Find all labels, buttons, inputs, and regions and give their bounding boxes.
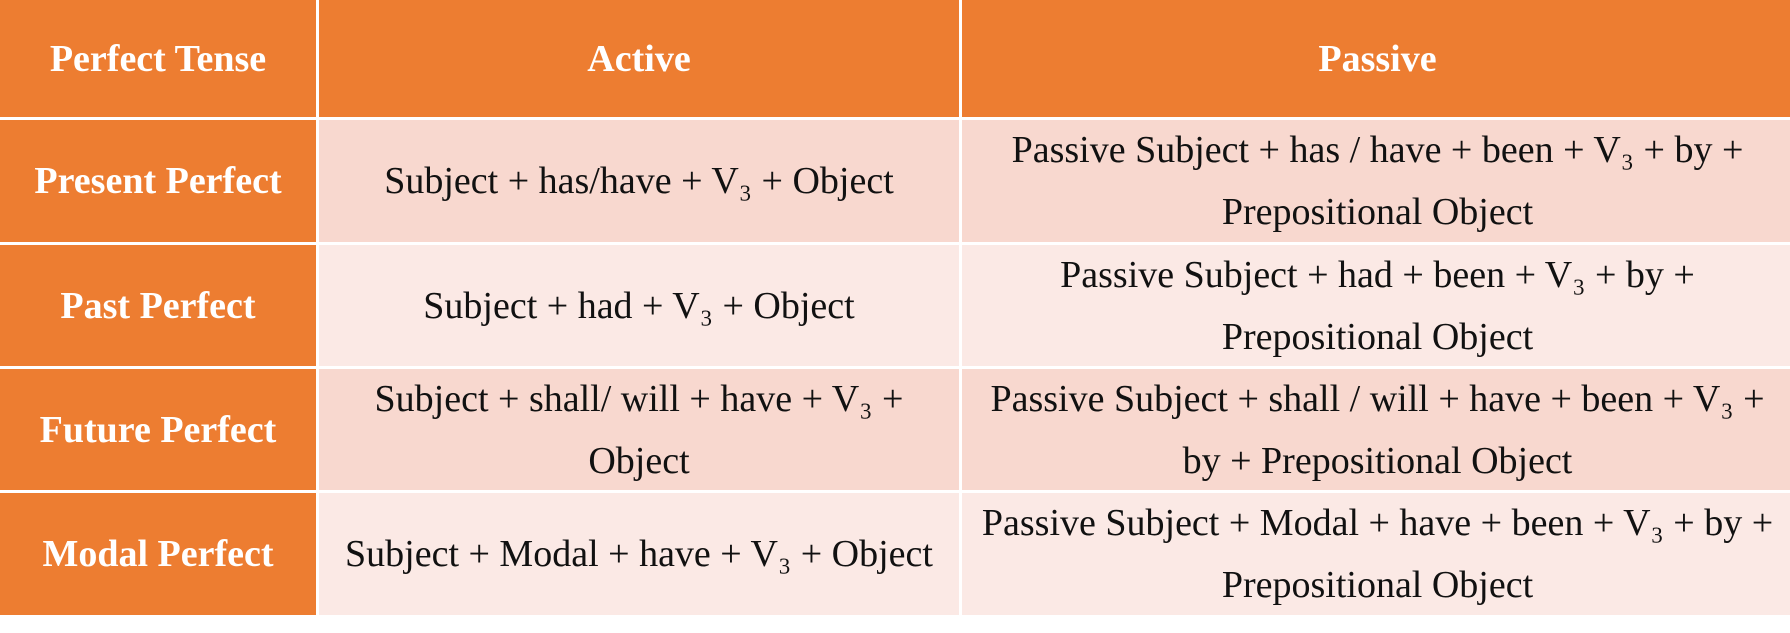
formula-text: Subject + Modal + have + V₃ + Object	[345, 533, 933, 575]
formula-text: Passive Subject + shall / will + have + …	[990, 377, 1765, 482]
formula-text: Passive Subject + has / have + been + V₃…	[1011, 129, 1744, 233]
formula-text: Subject + has/have + V₃ + Object	[384, 160, 894, 202]
row-label-modal-perfect: Modal Perfect	[0, 493, 316, 615]
past-perfect-active: Subject + had + V₃ + Object	[319, 245, 959, 366]
tense-table: Perfect Tense Active Passive Present Per…	[0, 0, 1790, 615]
header-active: Active	[319, 0, 959, 117]
header-perfect-tense: Perfect Tense	[0, 0, 316, 117]
past-perfect-passive: Passive Subject + had + been + V₃ + by +…	[962, 245, 1790, 366]
present-perfect-active: Subject + has/have + V₃ + Object	[319, 120, 959, 242]
formula-text: Passive Subject + had + been + V₃ + by +…	[1060, 253, 1695, 358]
future-perfect-active: Subject + shall/ will + have + V₃ + Obje…	[319, 369, 959, 490]
formula-text: Passive Subject + Modal + have + been + …	[981, 502, 1774, 606]
row-label-present-perfect: Present Perfect	[0, 120, 316, 242]
present-perfect-passive: Passive Subject + has / have + been + V₃…	[962, 120, 1790, 242]
formula-text: Subject + shall/ will + have + V₃ + Obje…	[374, 377, 904, 482]
formula-text: Subject + had + V₃ + Object	[423, 284, 855, 327]
row-label-past-perfect: Past Perfect	[0, 245, 316, 366]
modal-perfect-passive: Passive Subject + Modal + have + been + …	[962, 493, 1790, 615]
row-label-future-perfect: Future Perfect	[0, 369, 316, 490]
modal-perfect-active: Subject + Modal + have + V₃ + Object	[319, 493, 959, 615]
header-passive: Passive	[962, 0, 1790, 117]
future-perfect-passive: Passive Subject + shall / will + have + …	[962, 369, 1790, 490]
